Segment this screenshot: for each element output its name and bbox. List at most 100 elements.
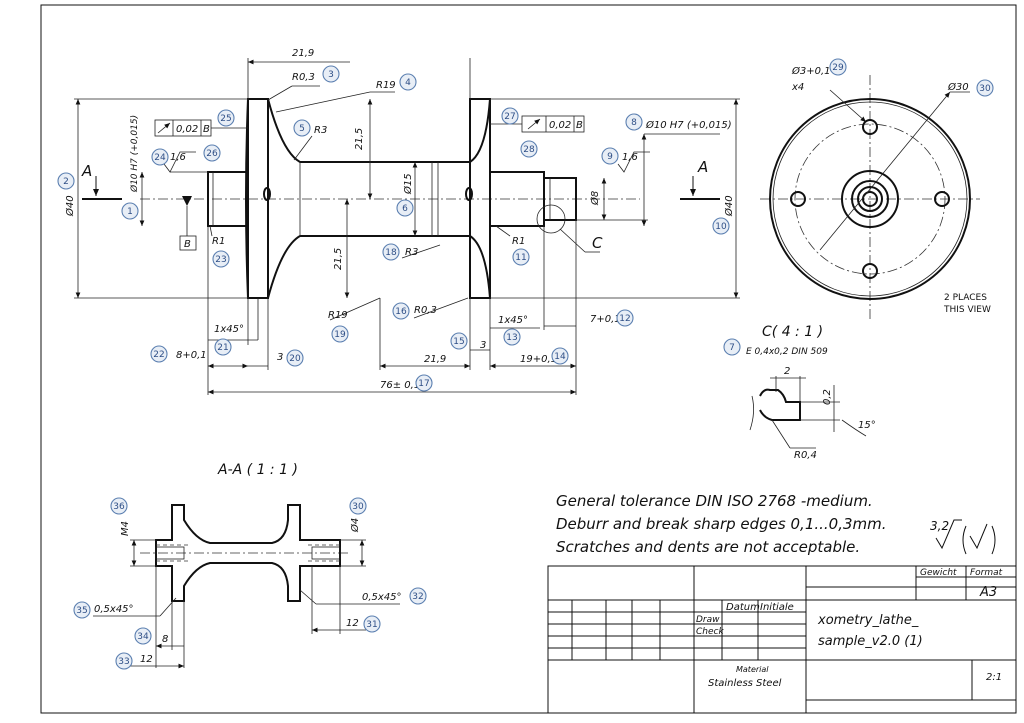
balloon-label: 13 (506, 333, 517, 343)
balloon-17: 17 (415, 374, 433, 392)
balloon-6: 6 (396, 199, 414, 217)
balloon-label: 20 (289, 354, 301, 364)
tb-format: A3 (979, 585, 997, 600)
detail-dim-15: 15° (858, 420, 876, 431)
dim-1x45-left: 1x45° (214, 324, 244, 335)
dim-d30-pcd: Ø30 (947, 81, 969, 93)
tb-name-1: xometry_lathe_ (817, 613, 919, 628)
holes-count: x4 (791, 82, 804, 93)
flatness-right-datum: B (576, 120, 583, 131)
dim-r3-top: R3 (314, 125, 327, 136)
sec-dim-cham-left: 0,5x45° (94, 604, 134, 615)
balloon-32: 32 (409, 587, 427, 605)
sec-dim-cham-right: 0,5x45° (362, 592, 402, 603)
sec-dim-12-left: 12 (140, 654, 153, 665)
balloon-label: 28 (523, 145, 535, 155)
balloon-11: 11 (512, 248, 530, 266)
balloon-label: 26 (206, 149, 218, 159)
detail-dim-r0-4: R0,4 (794, 450, 817, 461)
main-view: C A A B 0,02 B 0,02 B 21,9 (64, 48, 740, 395)
dim-1x45-right: 1x45° (498, 315, 528, 326)
dim-21-9-top: 21,9 (292, 48, 314, 59)
places-note-2: THIS VIEW (943, 305, 991, 315)
section-title: A-A ( 1 : 1 ) (217, 462, 298, 478)
dim-r1-right: R1 (512, 236, 525, 247)
balloon-31: 31 (363, 615, 381, 633)
datum-b: B (184, 239, 191, 250)
note-line-1: General tolerance DIN ISO 2768 -medium. (556, 492, 873, 510)
tb-material: Stainless Steel (708, 678, 782, 689)
balloon-label: 14 (554, 352, 566, 362)
balloon-26: 26 (203, 144, 221, 162)
balloon-22: 22 (150, 345, 168, 363)
detail-c-title: C( 4 : 1 ) (762, 324, 823, 340)
dim-d40-left: Ø40 (64, 195, 76, 217)
balloon-label: 23 (215, 255, 226, 265)
tb-initiale: Initiale (760, 602, 794, 613)
balloon-label: 19 (334, 330, 346, 340)
balloon-label: 16 (395, 307, 407, 317)
dim-r1-left: R1 (212, 236, 225, 247)
balloon-9: 9 (601, 147, 619, 165)
balloon-30: 30 (976, 79, 994, 97)
balloon-3: 3 (322, 65, 340, 83)
balloon-19: 19 (331, 325, 349, 343)
balloon-label: 7 (729, 343, 735, 353)
balloon-5: 5 (293, 119, 311, 137)
roughness-right: 1,6 (622, 152, 638, 163)
balloon-2: 2 (57, 172, 75, 190)
balloon-36: 36 (110, 497, 128, 515)
dim-21-5-bottom: 21,5 (333, 248, 344, 270)
balloon-label: 25 (220, 114, 231, 124)
balloon-label: 27 (504, 112, 515, 122)
balloon-23: 23 (212, 250, 230, 268)
balloon-14: 14 (551, 347, 569, 365)
dim-r19-top: R19 (376, 80, 396, 91)
balloon-18: 18 (382, 243, 400, 261)
balloon-34: 34 (134, 627, 152, 645)
balloon-21: 21 (214, 338, 232, 356)
note-line-3: Scratches and dents are not acceptable. (556, 538, 860, 556)
balloon-30: 30 (349, 497, 367, 515)
balloon-10: 10 (712, 217, 730, 235)
balloon-label: 9 (607, 152, 613, 162)
balloon-label: 30 (979, 84, 991, 94)
drawing-frame (40, 4, 1017, 714)
section-mark-left: A (81, 162, 92, 180)
dim-3-left: 3 (277, 352, 283, 363)
balloon-15: 15 (450, 332, 468, 350)
tb-gewicht: Gewicht (920, 568, 957, 578)
balloon-label: 21 (217, 343, 228, 353)
end-view: Ø3+0,1 x4 Ø30 2 PLACES THIS VIEW (760, 65, 991, 320)
roughness-left: 1,6 (170, 152, 186, 163)
dim-d40-right: Ø40 (723, 195, 735, 217)
dim-r0-3-top: R0,3 (292, 72, 315, 83)
dim-h7-right: Ø10 H7 (+0,015) (645, 119, 732, 131)
balloon-label: 36 (113, 502, 125, 512)
sec-dim-12-right: 12 (346, 618, 359, 629)
balloon-label: 35 (76, 606, 87, 616)
sec-dim-m4: M4 (120, 521, 131, 536)
tb-draw: Draw (696, 615, 720, 625)
dim-21-5-top: 21,5 (354, 128, 365, 150)
detail-dim-0-2: 0,2 (822, 389, 833, 405)
detail-c-view: C( 4 : 1 ) E 0,4x0,2 DIN 509 2 0,2 15° R… (746, 324, 876, 461)
flatness-left-value: 0,02 (176, 124, 198, 135)
tb-material-label: Material (736, 665, 769, 674)
flatness-right-value: 0,02 (549, 120, 571, 131)
dim-3-right: 3 (480, 340, 486, 351)
places-note-1: 2 PLACES (944, 293, 987, 303)
balloon-label: 22 (153, 350, 164, 360)
section-aa-view: A-A ( 1 : 1 ) M4 Ø4 0,5x45° 0,5x45° 8 12 (93, 462, 402, 669)
balloon-label: 6 (402, 204, 408, 214)
detail-dim-2: 2 (784, 366, 790, 377)
balloon-label: 18 (385, 248, 397, 258)
dim-r3-bottom: R3 (405, 247, 418, 258)
balloon-label: 30 (352, 502, 364, 512)
balloon-27: 27 (501, 107, 519, 125)
balloon-25: 25 (217, 109, 235, 127)
tb-check: Check (696, 627, 724, 637)
dim-d3-holes: Ø3+0,1 (791, 65, 831, 77)
tb-format-label: Format (970, 568, 1003, 578)
